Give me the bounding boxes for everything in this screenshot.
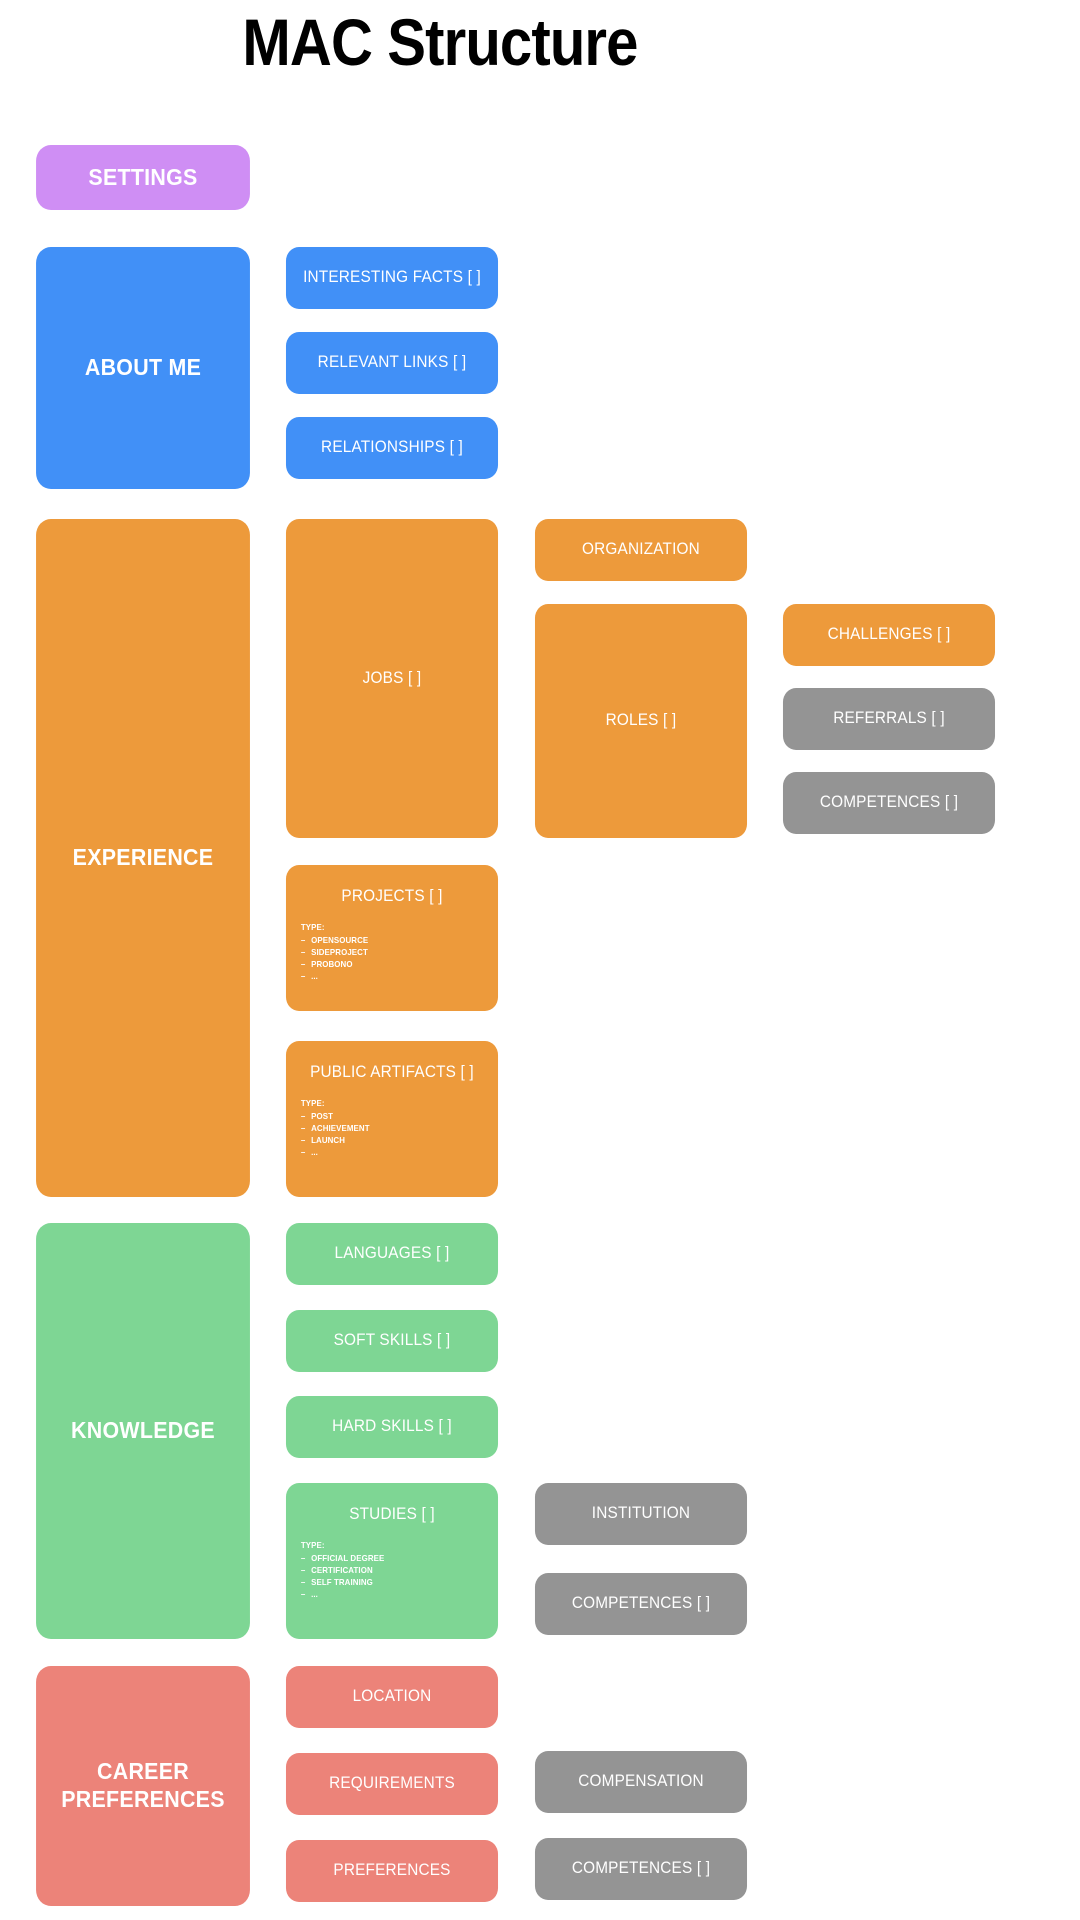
node-challenges[interactable]: CHALLENGES [ ]: [782, 604, 996, 666]
node-settings[interactable]: SETTINGS: [36, 145, 250, 210]
node-public-artifacts[interactable]: PUBLIC ARTIFACTS [ ] TYPE: –POST –ACHIEV…: [285, 1041, 499, 1197]
node-challenges-label: CHALLENGES [ ]: [827, 625, 951, 644]
node-studies[interactable]: STUDIES [ ] TYPE: –OFFICIAL DEGREE –CERT…: [285, 1483, 499, 1639]
projects-type-item-label: SIDEPROJECT: [311, 947, 368, 958]
node-organization[interactable]: ORGANIZATION: [534, 519, 748, 581]
studies-type-item: –CERTIFICATION: [300, 1565, 373, 1576]
node-studies-label: STUDIES [ ]: [349, 1505, 435, 1523]
node-institution-label: INSTITUTION: [591, 1504, 691, 1523]
node-location-label: LOCATION: [352, 1687, 432, 1706]
public-artifacts-type-item-label: ACHIEVEMENT: [311, 1123, 370, 1134]
node-public-artifacts-label: PUBLIC ARTIFACTS [ ]: [310, 1063, 474, 1081]
node-jobs-label: JOBS [ ]: [362, 668, 422, 687]
node-interesting-facts[interactable]: INTERESTING FACTS [ ]: [285, 247, 499, 309]
studies-type-item-label: OFFICIAL DEGREE: [311, 1553, 385, 1564]
node-about-me-label: ABOUT ME: [84, 354, 202, 381]
page-title: MAC Structure: [242, 5, 638, 79]
node-referrals[interactable]: REFERRALS [ ]: [782, 688, 996, 750]
projects-type-list: TYPE: –OPENSOURCE –SIDEPROJECT –PROBONO …: [301, 921, 368, 982]
studies-type-item-label: ...: [311, 1589, 318, 1600]
studies-type-item: –OFFICIAL DEGREE: [300, 1553, 385, 1564]
node-career-preferences[interactable]: CAREER PREFERENCES: [36, 1666, 250, 1906]
node-preferences[interactable]: PREFERENCES: [285, 1840, 499, 1902]
studies-type-item: –...: [300, 1589, 318, 1600]
public-artifacts-type-heading: TYPE:: [300, 1098, 325, 1108]
node-referrals-label: REFERRALS [ ]: [833, 709, 945, 728]
node-competences-knowledge[interactable]: COMPETENCES [ ]: [534, 1573, 748, 1635]
projects-type-heading: TYPE:: [300, 922, 325, 932]
studies-type-list: TYPE: –OFFICIAL DEGREE –CERTIFICATION –S…: [301, 1539, 385, 1600]
public-artifacts-type-item: –ACHIEVEMENT: [300, 1123, 370, 1134]
public-artifacts-type-item-label: LAUNCH: [311, 1135, 346, 1146]
node-relationships-label: RELATIONSHIPS [ ]: [321, 438, 463, 457]
node-competences-experience[interactable]: COMPETENCES [ ]: [782, 772, 996, 834]
projects-type-item: –SIDEPROJECT: [300, 947, 368, 958]
public-artifacts-type-item: –LAUNCH: [300, 1135, 346, 1146]
node-institution[interactable]: INSTITUTION: [534, 1483, 748, 1545]
public-artifacts-type-item-label: POST: [311, 1111, 333, 1122]
node-interesting-facts-label: INTERESTING FACTS [ ]: [303, 268, 481, 287]
node-competences-knowledge-label: COMPETENCES [ ]: [571, 1594, 711, 1613]
node-about-me[interactable]: ABOUT ME: [36, 247, 250, 489]
projects-type-item: –OPENSOURCE: [300, 935, 369, 946]
node-competences-experience-label: COMPETENCES [ ]: [819, 793, 959, 812]
node-experience-label: EXPERIENCE: [72, 844, 214, 871]
studies-type-item-label: CERTIFICATION: [311, 1565, 373, 1576]
node-projects[interactable]: PROJECTS [ ] TYPE: –OPENSOURCE –SIDEPROJ…: [285, 865, 499, 1011]
node-compensation-label: COMPENSATION: [578, 1772, 704, 1791]
public-artifacts-type-item: –POST: [300, 1111, 333, 1122]
node-projects-label: PROJECTS [ ]: [341, 887, 443, 905]
projects-type-item-label: PROBONO: [311, 959, 353, 970]
studies-type-item-label: SELF TRAINING: [311, 1577, 373, 1588]
node-career-preferences-label: CAREER PREFERENCES: [61, 1758, 225, 1812]
node-requirements-label: REQUIREMENTS: [329, 1774, 455, 1793]
public-artifacts-type-list: TYPE: –POST –ACHIEVEMENT –LAUNCH –...: [301, 1097, 370, 1158]
node-organization-label: ORGANIZATION: [582, 540, 700, 559]
public-artifacts-type-item: –...: [300, 1147, 318, 1158]
node-competences-career-label: COMPETENCES [ ]: [571, 1859, 711, 1878]
node-knowledge[interactable]: KNOWLEDGE: [36, 1223, 250, 1639]
public-artifacts-type-item-label: ...: [311, 1147, 318, 1158]
node-knowledge-label: KNOWLEDGE: [71, 1417, 215, 1444]
projects-type-item: –...: [300, 971, 318, 982]
node-relevant-links[interactable]: RELEVANT LINKS [ ]: [285, 332, 499, 394]
node-languages[interactable]: LANGUAGES [ ]: [285, 1223, 499, 1285]
node-roles-label: ROLES [ ]: [605, 711, 677, 730]
node-roles[interactable]: ROLES [ ]: [534, 604, 748, 838]
node-soft-skills-label: SOFT SKILLS [ ]: [333, 1331, 451, 1350]
node-experience[interactable]: EXPERIENCE: [36, 519, 250, 1197]
node-soft-skills[interactable]: SOFT SKILLS [ ]: [285, 1310, 499, 1372]
node-settings-label: SETTINGS: [88, 163, 198, 190]
node-languages-label: LANGUAGES [ ]: [334, 1244, 450, 1263]
node-jobs[interactable]: JOBS [ ]: [285, 519, 499, 838]
node-hard-skills-label: HARD SKILLS [ ]: [332, 1417, 452, 1436]
node-preferences-label: PREFERENCES: [333, 1861, 451, 1880]
node-hard-skills[interactable]: HARD SKILLS [ ]: [285, 1396, 499, 1458]
node-relevant-links-label: RELEVANT LINKS [ ]: [317, 353, 467, 372]
node-competences-career[interactable]: COMPETENCES [ ]: [534, 1838, 748, 1900]
studies-type-item: –SELF TRAINING: [300, 1577, 373, 1588]
projects-type-item: –PROBONO: [300, 959, 353, 970]
node-compensation[interactable]: COMPENSATION: [534, 1751, 748, 1813]
node-location[interactable]: LOCATION: [285, 1666, 499, 1728]
projects-type-item-label: OPENSOURCE: [311, 935, 369, 946]
projects-type-item-label: ...: [311, 971, 318, 982]
node-requirements[interactable]: REQUIREMENTS: [285, 1753, 499, 1815]
studies-type-heading: TYPE:: [300, 1540, 325, 1550]
node-relationships[interactable]: RELATIONSHIPS [ ]: [285, 417, 499, 479]
